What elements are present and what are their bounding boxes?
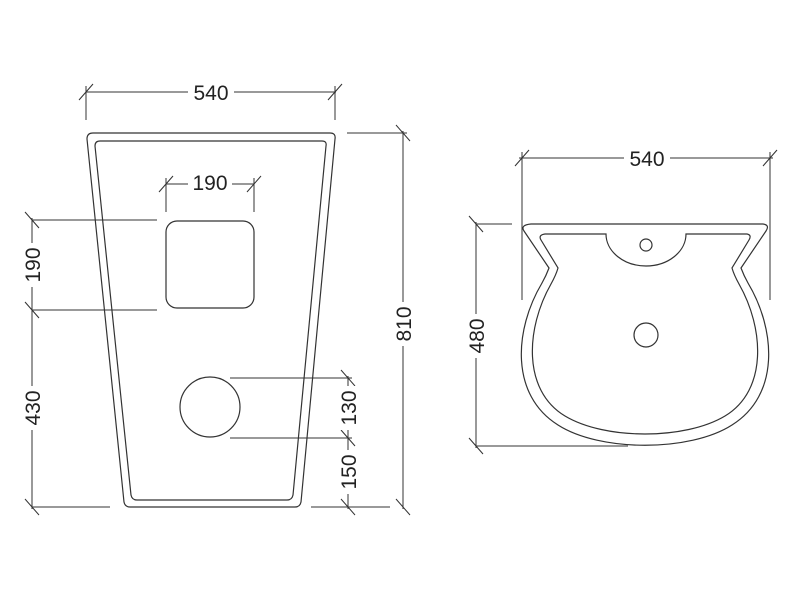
top-view: 540 480: [466, 146, 778, 455]
pedestal-inner-outline: [94, 140, 327, 501]
dim-overall-width: 540: [78, 80, 343, 120]
dim-label-overall-height: 810: [393, 306, 416, 341]
basin-outer-rim: [520, 223, 770, 446]
dim-overall-height: 810: [347, 124, 416, 516]
dim-basin-width: 540: [514, 146, 778, 300]
dim-label-hole-to-floor: 150: [338, 454, 361, 489]
drain-hole: [633, 322, 659, 348]
dim-basin-depth: 480: [466, 215, 628, 455]
dim-label-basin-depth: 480: [466, 318, 489, 353]
front-view: 540 190 190 430: [22, 80, 416, 516]
pipe-hole: [179, 376, 241, 438]
tap-hole: [639, 238, 653, 252]
dim-label-hole-diameter: 130: [338, 390, 361, 425]
basin-inner-bowl: [531, 233, 759, 435]
dim-left-vertical: 190 430: [22, 211, 157, 516]
pedestal-outer-outline: [86, 132, 336, 508]
dim-cutout-width: 190: [158, 172, 262, 212]
dim-label-cutout-to-floor: 430: [22, 390, 45, 425]
square-cutout: [165, 220, 255, 309]
dim-label-cutout-height: 190: [22, 247, 45, 282]
dim-label-basin-width: 540: [629, 148, 664, 171]
dim-label-cutout-width: 190: [192, 172, 227, 195]
dim-label-overall-width: 540: [193, 82, 228, 105]
dim-hole: 130 150: [230, 369, 390, 516]
